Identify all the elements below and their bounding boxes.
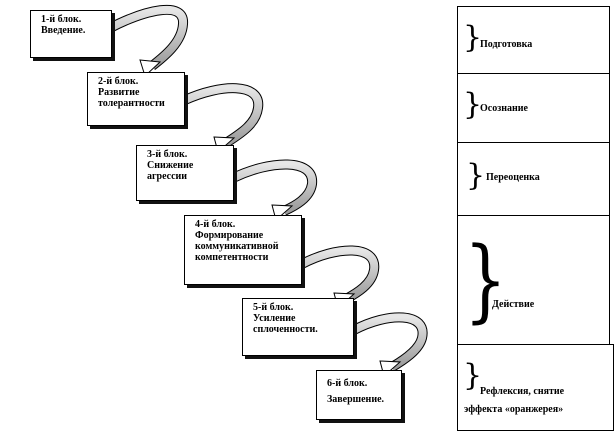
- stage-2-label: Осознание: [480, 103, 528, 114]
- block-6-line-2: Завершение.: [327, 394, 385, 405]
- block-6-line-1: 6-й блок.: [327, 378, 368, 389]
- block-1: 1-й блок. Введение.: [30, 10, 112, 58]
- brace-icon: }: [466, 158, 486, 193]
- brace-icon: }: [463, 87, 483, 122]
- block-1-line-1: 1-й блок.: [41, 14, 82, 25]
- stage-1-label: Подготовка: [480, 39, 533, 50]
- block-5-line-1: 5-й блок.: [253, 302, 294, 313]
- stage-3-label: Переоценка: [486, 172, 540, 183]
- block-2-line-3: толерантности: [98, 98, 165, 109]
- curved-arrow-5-to-6: [351, 312, 428, 377]
- brace-icon: }: [463, 358, 483, 393]
- stage-5: } Рефлексия, снятие эффекта «оранжерея»: [457, 344, 614, 431]
- block-4-line-3: коммуникативной: [195, 241, 279, 252]
- block-2-line-1: 2-й блок.: [98, 76, 139, 87]
- block-2-line-2: Развитие: [98, 87, 140, 98]
- stage-4: } Действие: [457, 215, 610, 345]
- stage-5-label-line-1: Рефлексия, снятие: [480, 386, 565, 397]
- block-3: 3-й блок. Снижение агрессии: [136, 145, 234, 201]
- brace-icon: }: [464, 228, 507, 333]
- block-5-line-2: Усиление: [253, 313, 296, 324]
- curved-arrow-1-to-2: [107, 4, 188, 77]
- brace-icon: }: [463, 20, 483, 55]
- block-6: 6-й блок. Завершение.: [316, 370, 402, 420]
- block-4-line-4: компетентности: [195, 252, 269, 263]
- stage-5-label-line-2: эффекта «оранжерея»: [464, 404, 564, 415]
- block-4-line-2: Формирование: [195, 230, 264, 241]
- stage-2: } Осознание: [457, 73, 610, 143]
- stage-4-label: Действие: [492, 299, 535, 310]
- block-5-line-3: сплоченности.: [253, 324, 318, 335]
- stage-3: } Переоценка: [457, 142, 610, 216]
- curved-arrow-3-to-4: [230, 159, 318, 221]
- block-4: 4-й блок. Формирование коммуникативной к…: [184, 215, 302, 285]
- block-3-line-3: агрессии: [147, 171, 188, 182]
- block-3-line-2: Снижение: [147, 160, 194, 171]
- stage-1: } Подготовка: [457, 6, 610, 74]
- block-3-line-1: 3-й блок.: [147, 149, 188, 160]
- block-5: 5-й блок. Усиление сплоченности.: [242, 298, 354, 356]
- block-1-line-2: Введение.: [41, 25, 86, 36]
- curved-arrow-2-to-3: [182, 83, 264, 153]
- block-4-line-1: 4-й блок.: [195, 219, 236, 230]
- block-2: 2-й блок. Развитие толерантности: [87, 72, 185, 126]
